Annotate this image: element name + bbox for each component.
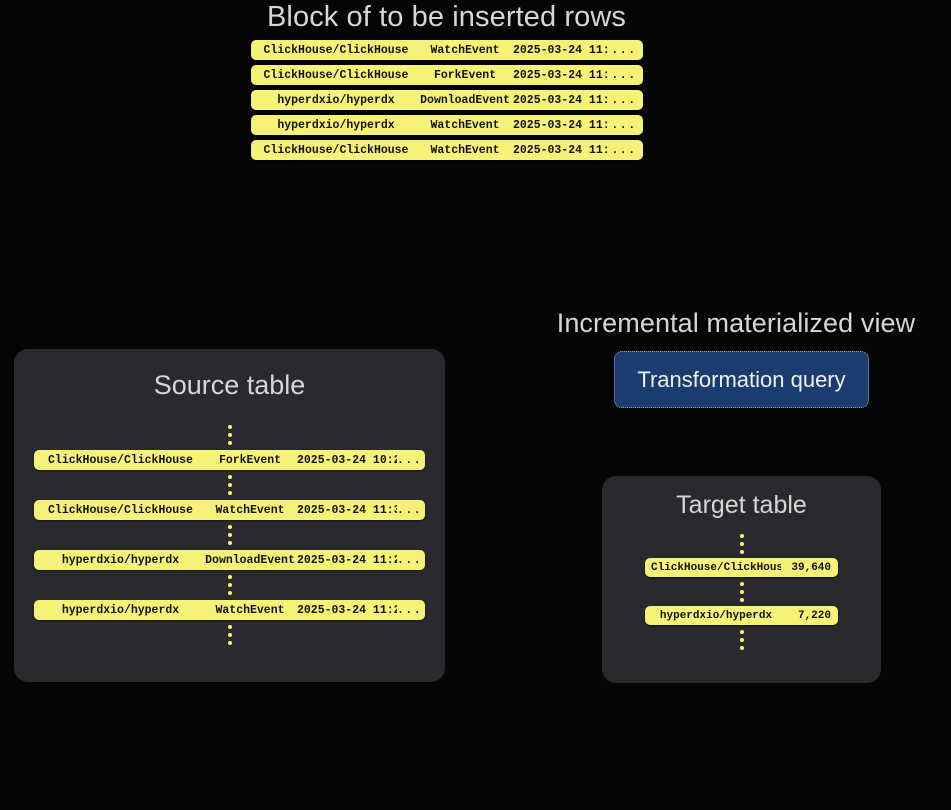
row-repo: hyperdxio/hyperdx: [61, 603, 180, 617]
row-more-ellipsis: ...: [397, 503, 421, 517]
row-event: DownloadEvent: [420, 93, 510, 107]
table-row: ClickHouse/ClickHouse 39,640: [645, 558, 838, 577]
insert-block-rows: ClickHouse/ClickHouse WatchEvent 2025-03…: [251, 40, 643, 160]
target-table-title: Target table: [676, 491, 807, 519]
vertical-ellipsis-icon: [645, 529, 838, 558]
row-repo: ClickHouse/ClickHouse: [48, 503, 193, 517]
row-count: 7,220: [797, 609, 831, 622]
row-time: 2025-03-24 11:20:12: [297, 553, 397, 567]
materialized-view-title: Incremental materialized view: [556, 308, 916, 338]
row-event: ForkEvent: [433, 68, 497, 82]
row-more-ellipsis: ...: [611, 93, 637, 107]
table-row: ClickHouse/ClickHouse ForkEvent 2025-03-…: [34, 450, 425, 470]
row-more-ellipsis: ...: [611, 118, 637, 132]
table-row: ClickHouse/ClickHouse ForkEvent 2025-03-…: [251, 65, 643, 85]
row-repo: hyperdxio/hyperdx: [659, 609, 773, 622]
row-more-ellipsis: ...: [611, 43, 637, 57]
row-event: WatchEvent: [430, 43, 500, 57]
block-title: Block of to be inserted rows: [266, 1, 627, 33]
row-repo: hyperdxio/hyperdx: [277, 118, 395, 132]
vertical-ellipsis-icon: [645, 625, 838, 654]
row-more-ellipsis: ...: [611, 143, 637, 157]
row-more-ellipsis: ...: [397, 553, 421, 567]
vertical-ellipsis-icon: [34, 420, 425, 450]
row-repo: ClickHouse/ClickHouse: [48, 453, 193, 467]
source-table-panel: Source table ClickHouse/ClickHouse ForkE…: [14, 349, 445, 682]
vertical-ellipsis-icon: [34, 470, 425, 500]
row-time: 2025-03-24 11:35:48: [513, 93, 609, 107]
source-table-title: Source table: [153, 370, 306, 400]
table-row: hyperdxio/hyperdx WatchEvent 2025-03-24 …: [34, 600, 425, 620]
target-table-rows: ClickHouse/ClickHouse 39,640 hyperdxio/h…: [645, 529, 838, 654]
vertical-ellipsis-icon: [34, 520, 425, 550]
table-row: ClickHouse/ClickHouse WatchEvent 2025-03…: [251, 40, 643, 60]
table-row: hyperdxio/hyperdx DownloadEvent 2025-03-…: [34, 550, 425, 570]
vertical-ellipsis-icon: [34, 620, 425, 650]
row-event: WatchEvent: [430, 143, 500, 157]
table-row: hyperdxio/hyperdx 7,220: [645, 606, 838, 625]
row-more-ellipsis: ...: [397, 603, 421, 617]
source-table-rows: ClickHouse/ClickHouse ForkEvent 2025-03-…: [34, 420, 425, 650]
row-repo: hyperdxio/hyperdx: [61, 553, 180, 567]
row-event: DownloadEvent: [205, 553, 295, 567]
table-row: hyperdxio/hyperdx DownloadEvent 2025-03-…: [251, 90, 643, 110]
row-count: 39,640: [791, 561, 831, 574]
row-time: 2025-03-24 11:28:32: [297, 603, 397, 617]
row-time: 2025-03-24 11:35:40: [513, 43, 609, 57]
row-time: 2025-03-24 10:25:00: [297, 453, 397, 467]
table-row: hyperdxio/hyperdx WatchEvent 2025-03-24 …: [251, 115, 643, 135]
target-table-panel: Target table ClickHouse/ClickHouse 39,64…: [602, 476, 881, 683]
row-time: 2025-03-24 11:35:44: [513, 68, 609, 82]
table-row: ClickHouse/ClickHouse WatchEvent 2025-03…: [34, 500, 425, 520]
row-time: 2025-03-24 11:35:54: [513, 143, 609, 157]
table-row: ClickHouse/ClickHouse WatchEvent 2025-03…: [251, 140, 643, 160]
row-repo: ClickHouse/ClickHouse: [263, 43, 409, 57]
row-event: WatchEvent: [215, 503, 285, 517]
row-repo: ClickHouse/ClickHouse: [651, 561, 781, 574]
row-event: ForkEvent: [218, 453, 282, 467]
vertical-ellipsis-icon: [645, 577, 838, 606]
row-time: 2025-03-24 11:35:52: [513, 118, 609, 132]
row-time: 2025-03-24 11:32:54: [297, 503, 397, 517]
transformation-query-box[interactable]: Transformation query: [614, 351, 869, 408]
row-more-ellipsis: ...: [611, 68, 637, 82]
vertical-ellipsis-icon: [34, 570, 425, 600]
row-repo: hyperdxio/hyperdx: [277, 93, 395, 107]
row-event: WatchEvent: [215, 603, 285, 617]
row-repo: ClickHouse/ClickHouse: [263, 143, 409, 157]
row-event: WatchEvent: [430, 118, 500, 132]
row-repo: ClickHouse/ClickHouse: [263, 68, 409, 82]
row-more-ellipsis: ...: [397, 453, 421, 467]
